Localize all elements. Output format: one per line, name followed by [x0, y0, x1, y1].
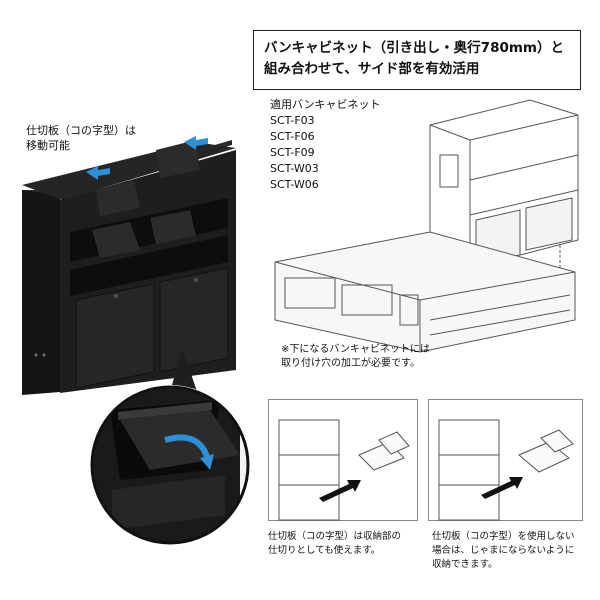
headline-line-2: 組み合わせて、サイド部を有効活用 — [264, 61, 480, 77]
model-item: SCT-W06 — [270, 178, 319, 191]
mounting-hole-note: ※下になるバンキャビネットには 取り付け穴の加工が必要です。 — [281, 343, 430, 371]
move-arrow-icon — [184, 136, 208, 150]
mounting-note-line-1: ※下になるバンキャビネットには — [281, 344, 430, 355]
divider-movable-note: 仕切板（コの字型）は 移動可能 — [26, 123, 136, 153]
divider-storage-panel — [428, 399, 583, 521]
divider-storage-caption: 仕切板（コの字型）を使用しない 場合は、じゃまにならないように 収納できます。 — [432, 530, 575, 572]
divider-note-line-2: 移動可能 — [26, 139, 70, 152]
caption-line-1: 仕切板（コの字型）は収納部の — [268, 531, 402, 542]
compatible-models: 適用バンキャビネット SCT-F03 SCT-F06 SCT-F09 SCT-W… — [270, 97, 381, 193]
headline-box: バンキャビネット（引き出し・奥行780mm）と 組み合わせて、サイド部を有効活用 — [253, 30, 581, 90]
divider-use-caption: 仕切板（コの字型）は収納部の 仕切りとしても使えます。 — [268, 530, 401, 558]
divider-use-panel — [268, 399, 418, 521]
model-item: SCT-W03 — [270, 162, 319, 175]
caption-line-1: 仕切板（コの字型）を使用しない — [432, 531, 575, 542]
headline-line-1: バンキャビネット（引き出し・奥行780mm）と — [264, 40, 564, 56]
divider-note-line-1: 仕切板（コの字型）は — [26, 124, 136, 137]
compatible-label: 適用バンキャビネット — [270, 98, 381, 111]
mounting-note-line-2: 取り付け穴の加工が必要です。 — [281, 358, 420, 369]
caption-line-2: 場合は、じゃまにならないように — [432, 545, 575, 556]
move-arrow-icon — [86, 166, 110, 180]
caption-line-3: 収納できます。 — [432, 559, 498, 570]
model-item: SCT-F03 — [270, 114, 315, 127]
flip-arrow-icon — [164, 434, 214, 470]
model-item: SCT-F09 — [270, 146, 315, 159]
divider-use-drawing — [278, 419, 410, 521]
divider-storage-drawing — [438, 419, 574, 521]
caption-line-2: 仕切りとしても使えます。 — [268, 545, 381, 556]
model-item: SCT-F06 — [270, 130, 315, 143]
